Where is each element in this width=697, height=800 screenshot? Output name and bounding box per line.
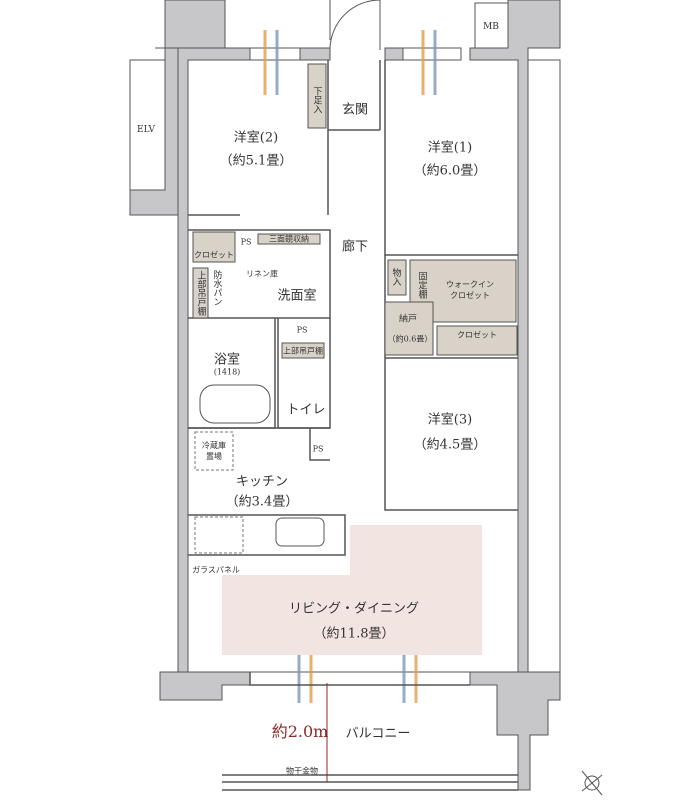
storeroom-area: （約0.6畳） [387, 334, 433, 344]
washroom-name: 洗面室 [277, 288, 317, 304]
storeroom-name: 納戸 [398, 314, 418, 325]
elevator-shaft [129, 59, 166, 191]
western3-area: （約4.5畳） [413, 437, 487, 453]
linen-label: リネン庫 [246, 269, 278, 279]
toilet-ps-label: PS [296, 325, 308, 335]
toilet-upper-cabinet-label: 上部吊戸棚 [283, 346, 323, 356]
western1-name: 洋室(1) [427, 140, 473, 156]
bathtub-icon [199, 384, 271, 424]
living-area: （約11.8畳） [313, 626, 395, 642]
bathroom-name: 浴室 [213, 352, 241, 368]
living-dining-area [222, 525, 482, 655]
wr-closet-label: クロゼット [457, 330, 497, 340]
fridge-space-label: 冷蔵庫置場 [202, 441, 226, 461]
western2-area: （約5.1畳） [219, 153, 293, 169]
compass-icon [581, 770, 603, 796]
storage-label: 物入 [390, 268, 401, 286]
upper-cabinet-label: 上部吊戸棚 [195, 270, 206, 316]
hallway-name: 廊下 [341, 239, 369, 255]
triple-mirror-label: 三面鏡収納 [269, 234, 309, 244]
living-name: リビング・ダイニング [288, 601, 420, 617]
meter-box [474, 2, 509, 49]
fridge-space-icon [194, 431, 234, 471]
western3-name: 洋室(3) [427, 412, 473, 428]
storage-blocks [192, 63, 518, 359]
ps-label: PS [240, 237, 252, 247]
laundry-hanger-label: 物干金物 [286, 766, 318, 776]
elv-label: ELV [137, 125, 155, 135]
closet-label: クロゼット [194, 250, 234, 260]
shoe-cabinet-label: 下足入 [311, 86, 322, 114]
glass-panel-label: ガラスパネル [192, 565, 240, 575]
balcony-depth-label: 約2.0m [271, 722, 329, 741]
entrance-name: 玄関 [341, 102, 369, 118]
interior-walls [188, 0, 518, 791]
balcony-name: バルコニー [345, 726, 411, 742]
pipe-markers [263, 30, 437, 703]
walk-in-closet-label: ウォークインクロゼット [446, 280, 494, 300]
structural-walls [129, 0, 561, 791]
kitchen-ps-label: PS [312, 444, 324, 454]
waterproof-pan-label: 防水パン [211, 270, 222, 306]
mb-label: MB [483, 22, 499, 32]
toilet-name: トイレ [286, 402, 326, 418]
sink-icon [275, 517, 325, 547]
stove-icon [194, 516, 244, 554]
western1-area: （約6.0畳） [413, 163, 487, 179]
bathroom-size: (1418) [213, 367, 241, 377]
kitchen-name: キッチン [235, 474, 289, 490]
fixed-shelf-label: 固定棚 [416, 271, 427, 299]
kitchen-area: （約3.4畳） [225, 494, 299, 510]
western2-name: 洋室(2) [233, 130, 279, 146]
